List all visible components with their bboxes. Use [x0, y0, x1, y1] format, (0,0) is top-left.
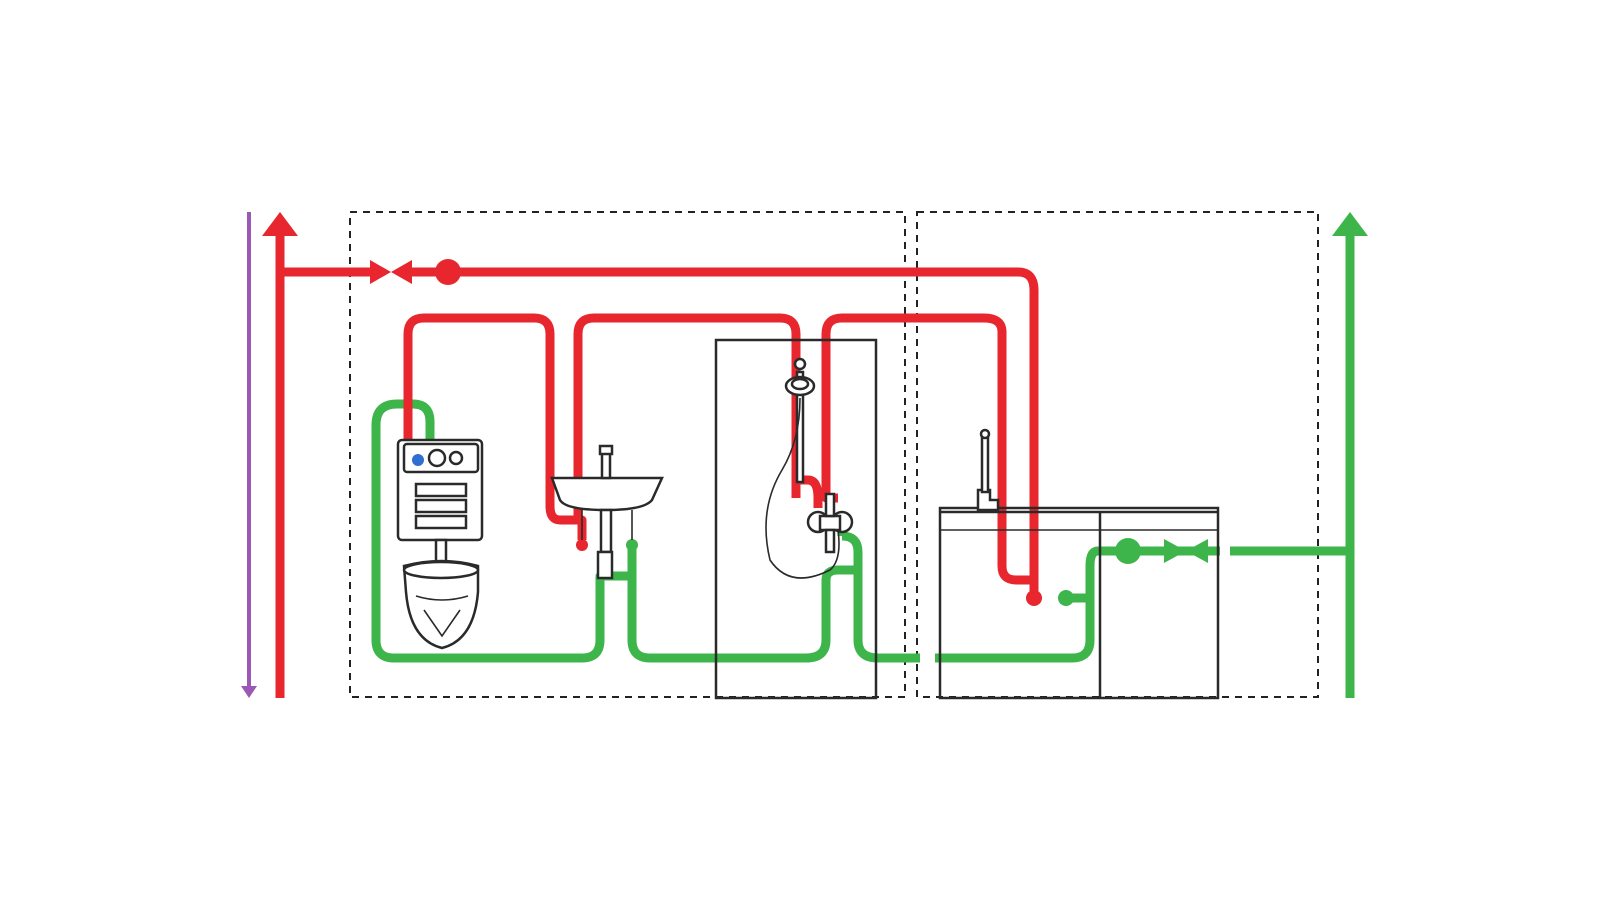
- basin-tap-handle[interactable]: [598, 444, 614, 456]
- basin-bowl-icon: [550, 476, 664, 512]
- flush-button-small-icon[interactable]: [448, 450, 464, 466]
- faucet-tip: [979, 428, 991, 440]
- cistern-slot-3: [414, 514, 468, 530]
- flush-pipe: [434, 538, 448, 564]
- kitchen-cold-connector: [1058, 590, 1074, 606]
- cold-shutoff-valve[interactable]: [1164, 539, 1208, 563]
- wash-basin[interactable]: [550, 444, 664, 580]
- basin-tap-icon[interactable]: [600, 450, 612, 480]
- basin-hot-connector: [576, 539, 588, 551]
- toilet-cold-pipe: [371, 399, 610, 663]
- shower-hose-icon: [765, 397, 840, 579]
- bathroom-zone: [349, 211, 906, 698]
- cold-riser-arrow-up-icon: [1332, 212, 1368, 236]
- kitchen-hot-branch: [821, 313, 1034, 585]
- drain-riser-arrow-down-icon: [241, 686, 257, 698]
- cistern-slot-1: [414, 482, 468, 498]
- mixer-lever-icon[interactable]: [824, 492, 836, 518]
- shower-cold-pipe: [841, 531, 920, 663]
- mixer-body: [818, 514, 842, 532]
- hot-main-pipe: [280, 267, 1039, 598]
- flush-button-large-icon[interactable]: [427, 448, 447, 468]
- kitchen-hot-connector: [1026, 590, 1042, 606]
- cistern-slot-2: [414, 498, 468, 514]
- shower-rail-top: [793, 357, 807, 371]
- bathroom-hot-circuit: [403, 313, 801, 525]
- basin-waste-pipe: [599, 508, 613, 554]
- wall-hung-toilet[interactable]: [396, 438, 484, 650]
- hot-shutoff-valve[interactable]: [370, 260, 412, 284]
- shower-wall-panel: [714, 338, 878, 700]
- kitchen-cabinet: [938, 506, 1220, 700]
- shower-hot-stub: [796, 475, 823, 508]
- faucet-spout-icon[interactable]: [980, 434, 990, 494]
- kitchen-tap[interactable]: [976, 428, 1000, 512]
- basin-cold-connector: [626, 539, 638, 551]
- cold-meter-dot-icon: [1115, 538, 1141, 564]
- kitchen-counter: [938, 506, 1220, 700]
- hot-riser-arrow-up-icon: [262, 212, 298, 236]
- zones: [349, 211, 1319, 698]
- shower-head-face: [790, 377, 810, 391]
- toilet-seat: [402, 560, 480, 580]
- shower-mixer[interactable]: [765, 357, 854, 579]
- hot-water-network: [262, 212, 1042, 698]
- drain-riser: [241, 212, 257, 698]
- cold-main-pipe: [935, 546, 1350, 663]
- faucet-base-icon: [976, 488, 1000, 512]
- cold-water-network: [371, 212, 1368, 698]
- hot-meter-dot-icon: [435, 259, 461, 285]
- shower-enclosure: [714, 338, 878, 700]
- toilet-bowl-detail: [415, 595, 469, 638]
- mixer-outlet: [824, 528, 836, 554]
- kitchen-zone: [916, 211, 1319, 698]
- gate-valve-icon: [370, 260, 391, 284]
- basin-trap: [596, 550, 614, 580]
- gate-valve-icon: [1164, 539, 1186, 563]
- inlet-connector-icon: [412, 454, 424, 466]
- basin-cold-pipe: [610, 565, 863, 663]
